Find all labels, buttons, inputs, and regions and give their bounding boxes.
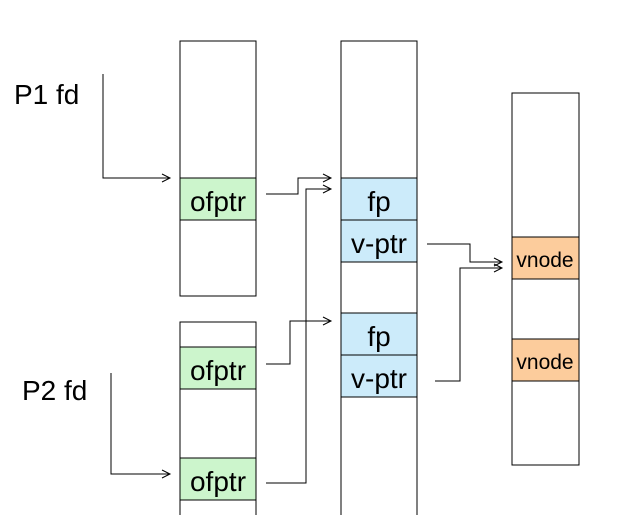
arrowhead-p1-ofptr-fp: [322, 173, 333, 183]
p1-ofptr-label: ofptr: [190, 186, 246, 217]
arrowhead-p2-ofptr2-fp: [322, 184, 333, 194]
vnode-cell-2: [511, 338, 580, 382]
p2-ofptr-label-2: ofptr: [190, 466, 246, 497]
vptr2-to-vnode-connector: [435, 267, 502, 382]
p1-fd-connector: [102, 74, 170, 179]
system-file-table: [340, 40, 418, 515]
p1-ofptr-cell: [179, 177, 257, 221]
arrowhead-vptr1-vnode: [493, 257, 504, 267]
arrowhead-vptr2-vnode: [493, 263, 504, 273]
file-entry-1-fp-cell: [340, 177, 418, 221]
vnode-label-2: vnode: [516, 351, 573, 374]
p2-ofptr-cell-2: [179, 457, 257, 501]
p1-ofptr-to-fp-connector: [266, 177, 331, 195]
file-entry-1-vptr-label: v-ptr: [351, 228, 407, 259]
file-entry-2-fp-label: fp: [367, 321, 390, 352]
p2-ofptr-label-1: ofptr: [190, 355, 246, 386]
file-entry-2-fp-cell: [340, 312, 418, 356]
p2-fd-connector: [110, 373, 170, 475]
arrowhead-p2-ofptr1-fp: [322, 316, 333, 326]
file-entry-1-vptr-cell: [340, 219, 418, 263]
file-entry-1-fp-label: fp: [367, 186, 390, 217]
p2-ofptr-cell-1: [179, 346, 257, 390]
p2-ofptr2-to-fp-connector: [266, 188, 331, 484]
arrowhead-p2-fd: [161, 469, 172, 479]
p2-fd-label: P2 fd: [22, 375, 87, 406]
vptr1-to-vnode-connector: [427, 243, 502, 263]
p1-open-file-table: [179, 40, 257, 297]
p2-ofptr1-to-fp-connector: [266, 320, 331, 365]
vnode-label-1: vnode: [516, 249, 573, 272]
file-entry-2-vptr-cell: [340, 354, 418, 398]
p1-fd-label: P1 fd: [14, 79, 79, 110]
vnode-cell-1: [511, 236, 580, 280]
file-entry-2-vptr-label: v-ptr: [351, 363, 407, 394]
arrowhead-p1-fd: [161, 173, 172, 183]
